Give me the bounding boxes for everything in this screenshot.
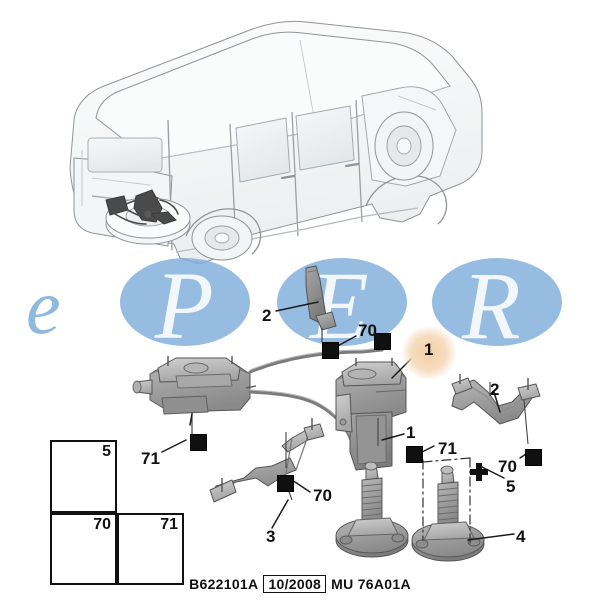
footer-date: 10/2008 xyxy=(263,575,327,593)
callout-71-mid: 71 xyxy=(438,439,457,458)
watermark-oval-e xyxy=(277,258,407,346)
watermark-letter-e-lower: e xyxy=(26,263,61,350)
part-3-cable-guide-bracket xyxy=(209,418,325,503)
callout-2-upper: 2 xyxy=(262,306,272,325)
marker-71-mid xyxy=(406,446,423,463)
marker-70-upper xyxy=(322,342,339,359)
part-1-winch-gearbox xyxy=(132,356,257,434)
callout-71-left: 71 xyxy=(141,449,160,468)
marker-71-left xyxy=(190,434,207,451)
part-4-retaining-plate-right xyxy=(411,465,485,562)
footer-left-code: B622101A xyxy=(189,576,259,592)
cross-marker-part-5 xyxy=(470,463,488,481)
callout-2-right: 2 xyxy=(490,380,500,399)
part-2-right-bracket xyxy=(451,374,541,445)
marker-70-top xyxy=(374,333,391,350)
inset-number-71: 71 xyxy=(160,516,178,533)
inset-number-70: 70 xyxy=(93,516,111,533)
watermark-oval-r xyxy=(432,258,562,346)
callout-5-right: 5 xyxy=(506,477,516,496)
inset-box-70: 70 xyxy=(50,513,117,585)
part-2-upper-bracket xyxy=(305,265,337,342)
part-4-retaining-plate-left xyxy=(335,461,409,558)
marker-70-right xyxy=(525,449,542,466)
footer-right-code: MU 76A01A xyxy=(331,576,411,592)
callout-70-upper: 70 xyxy=(358,321,377,340)
watermark-letter-r: R xyxy=(462,252,521,359)
inset-number-5: 5 xyxy=(102,443,111,460)
callout-1-lower: 1 xyxy=(406,423,416,442)
highlight-blob-part-1 xyxy=(400,327,458,379)
watermark-letter-p: P xyxy=(155,252,214,359)
callout-70-right: 70 xyxy=(498,457,517,476)
watermark-oval-p xyxy=(120,258,250,346)
part-1-main-winch-body xyxy=(335,358,407,471)
callout-70-mid: 70 xyxy=(313,486,332,505)
callout-4: 4 xyxy=(516,527,526,546)
callout-1-main: 1 xyxy=(424,340,434,359)
callout-3: 3 xyxy=(266,527,276,546)
inset-box-71: 71 xyxy=(117,513,184,585)
marker-70-mid xyxy=(277,475,294,492)
inset-box-5: 5 xyxy=(50,440,117,513)
